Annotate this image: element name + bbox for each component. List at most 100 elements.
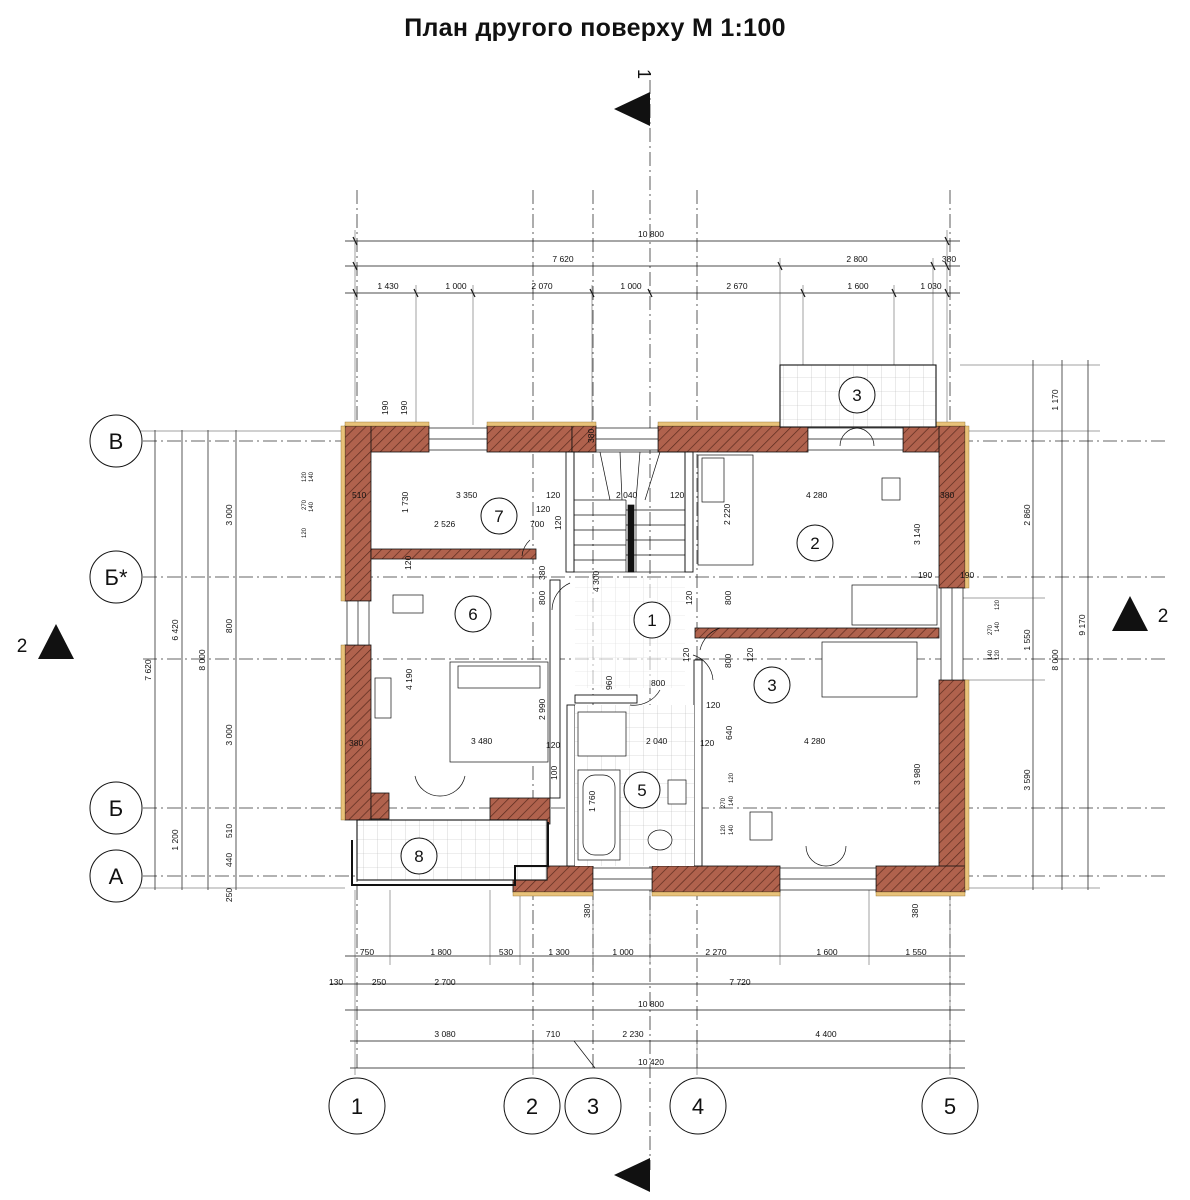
svg-text:1 000: 1 000 [612, 947, 634, 957]
svg-text:640: 640 [724, 726, 734, 740]
svg-text:710: 710 [546, 1029, 560, 1039]
staircase [573, 451, 686, 573]
svg-text:1 000: 1 000 [445, 281, 467, 291]
svg-text:1 600: 1 600 [816, 947, 838, 957]
svg-text:4 190: 4 190 [404, 668, 414, 690]
svg-text:440: 440 [224, 853, 234, 867]
axis-label-3: 3 [587, 1094, 599, 1119]
svg-text:7 620: 7 620 [143, 659, 153, 681]
room-label-2: 2 [810, 534, 819, 553]
svg-text:750: 750 [360, 947, 374, 957]
svg-text:380: 380 [942, 254, 956, 264]
svg-text:140: 140 [309, 501, 315, 512]
room-label-1: 1 [647, 611, 656, 630]
svg-text:2 270: 2 270 [705, 947, 727, 957]
svg-text:9 170: 9 170 [1077, 614, 1087, 636]
svg-text:2 526: 2 526 [434, 519, 456, 529]
svg-text:270: 270 [721, 797, 727, 808]
axis-label-v: В [109, 429, 124, 454]
room-label-5: 5 [637, 781, 646, 800]
svg-text:3 000: 3 000 [224, 724, 234, 746]
svg-text:1 550: 1 550 [1022, 629, 1032, 651]
dimension-lines-top [345, 230, 960, 425]
svg-text:2 070: 2 070 [531, 281, 553, 291]
room-label-6: 6 [468, 605, 477, 624]
svg-text:140: 140 [729, 824, 735, 835]
room-label-7: 7 [494, 507, 503, 526]
svg-text:1 600: 1 600 [847, 281, 869, 291]
svg-text:8 000: 8 000 [1050, 649, 1060, 671]
svg-text:380: 380 [586, 429, 596, 443]
room-label-3: 3 [767, 676, 776, 695]
svg-text:1 030: 1 030 [920, 281, 942, 291]
axis-label-b: Б [109, 796, 123, 821]
svg-text:1 760: 1 760 [587, 790, 597, 812]
dimension-texts-small: 120 140 270 140 120 120 140 270 140 120 … [302, 471, 1001, 835]
svg-text:800: 800 [723, 591, 733, 605]
svg-text:1 730: 1 730 [400, 491, 410, 513]
svg-text:1 800: 1 800 [430, 947, 452, 957]
axis-bubbles-bottom: 1 2 3 4 5 [328, 1077, 979, 1135]
page-title: План другого поверху М 1:100 [404, 14, 786, 42]
section-label-2-left: 2 [17, 636, 28, 657]
svg-text:250: 250 [224, 888, 234, 902]
svg-text:4 280: 4 280 [806, 490, 828, 500]
section-arrow-right [1112, 596, 1148, 631]
insulation [340, 421, 970, 897]
svg-text:1 200: 1 200 [170, 829, 180, 851]
axis-label-a: А [109, 864, 124, 889]
svg-text:510: 510 [224, 824, 234, 838]
svg-text:120: 120 [700, 738, 714, 748]
dimension-lines-sides [140, 360, 1100, 890]
svg-text:10 800: 10 800 [638, 999, 664, 1009]
svg-text:120: 120 [729, 772, 735, 783]
svg-text:1 000: 1 000 [620, 281, 642, 291]
svg-text:190: 190 [399, 401, 409, 415]
svg-text:6 420: 6 420 [170, 619, 180, 641]
svg-text:380: 380 [940, 490, 954, 500]
section-arrow-left [38, 624, 74, 659]
svg-text:120: 120 [670, 490, 684, 500]
svg-text:1 430: 1 430 [377, 281, 399, 291]
svg-text:120: 120 [684, 591, 694, 605]
svg-text:120: 120 [302, 471, 308, 482]
dimension-texts-top: 10 800 7 620 2 800 380 1 430 1 000 2 070… [377, 229, 956, 291]
svg-text:10 800: 10 800 [638, 229, 664, 239]
svg-text:2 230: 2 230 [622, 1029, 644, 1039]
svg-text:2 700: 2 700 [434, 977, 456, 987]
svg-text:190: 190 [960, 570, 974, 580]
svg-text:120: 120 [995, 649, 1001, 660]
svg-text:4 280: 4 280 [804, 736, 826, 746]
svg-text:7 620: 7 620 [552, 254, 574, 264]
axis-bubbles-left: В Б* Б А [89, 414, 143, 903]
dimension-texts-right: 1 170 2 860 1 550 3 590 8 000 9 170 [1022, 389, 1087, 791]
svg-text:270: 270 [988, 624, 994, 635]
svg-text:3 140: 3 140 [912, 523, 922, 545]
svg-text:1 550: 1 550 [905, 947, 927, 957]
svg-text:190: 190 [918, 570, 932, 580]
svg-text:510: 510 [352, 490, 366, 500]
svg-text:120: 120 [536, 504, 550, 514]
svg-text:140: 140 [995, 621, 1001, 632]
svg-text:3 350: 3 350 [456, 490, 478, 500]
svg-text:2 990: 2 990 [537, 698, 547, 720]
svg-text:120: 120 [721, 824, 727, 835]
svg-text:3 000: 3 000 [224, 504, 234, 526]
svg-text:2 220: 2 220 [722, 503, 732, 525]
furniture [374, 454, 938, 861]
axis-label-4: 4 [692, 1094, 704, 1119]
svg-text:120: 120 [302, 527, 308, 538]
svg-text:120: 120 [546, 490, 560, 500]
svg-text:140: 140 [729, 795, 735, 806]
svg-text:800: 800 [537, 591, 547, 605]
svg-text:800: 800 [723, 654, 733, 668]
axis-label-5: 5 [944, 1094, 956, 1119]
room-label-8: 8 [414, 847, 423, 866]
svg-text:190: 190 [380, 401, 390, 415]
dimension-texts-interior: 190 190 380 510 1 730 3 350 120 120 2 52… [349, 401, 974, 918]
svg-text:140: 140 [309, 471, 315, 482]
hall-floor [575, 578, 685, 688]
svg-text:2 860: 2 860 [1022, 504, 1032, 526]
door-swings [414, 427, 875, 867]
section-marks: 1 2 2 [17, 69, 1168, 1192]
